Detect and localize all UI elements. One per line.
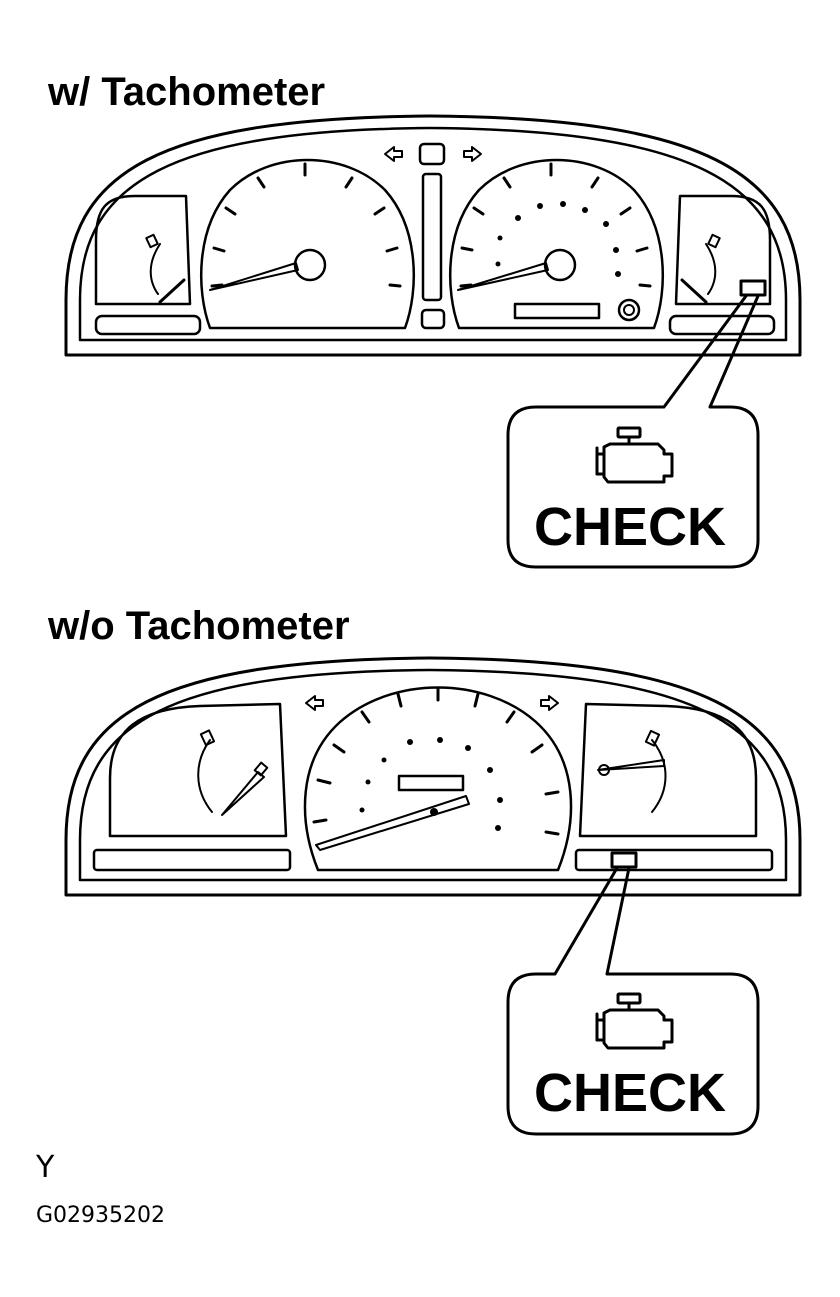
left-gauge-panel [108, 702, 288, 838]
tachometer-hub [543, 248, 577, 282]
callout-leader-line-1 [662, 294, 748, 409]
speedometer-needle [315, 795, 470, 851]
lower-strip-left [92, 848, 292, 872]
turn-right-arrow-icon [540, 695, 559, 711]
odometer-display [397, 774, 465, 792]
check-engine-lamp-location [739, 279, 767, 297]
check-callout-label: CHECK [534, 1063, 726, 1123]
tachometer-ticks [459, 162, 652, 288]
left-gauge-needle [221, 771, 265, 816]
center-bottom-indicator [420, 308, 446, 330]
right-small-gauge-panel [674, 194, 772, 306]
lower-strip-right [574, 848, 774, 872]
cluster-housing-outer [64, 114, 802, 357]
speedometer-dial [199, 158, 416, 330]
right-gauge-needle [597, 759, 665, 771]
speedometer-needle [209, 262, 299, 291]
speedometer-hub [293, 248, 327, 282]
tachometer-needle [457, 262, 549, 291]
lower-strip-right [668, 314, 776, 336]
trip-reset-knob-inner [623, 304, 635, 316]
cluster-housing-inner [78, 668, 788, 882]
lower-strip-left [94, 314, 202, 336]
speedometer-ticks [312, 686, 560, 836]
tachometer-dial [448, 158, 665, 330]
speedometer-ticks [210, 162, 402, 288]
figure-code: G02935202 [36, 1203, 166, 1228]
section-heading-without-tachometer: w/o Tachometer [48, 604, 350, 648]
left-small-gauge-panel [94, 194, 192, 306]
cluster-housing-inner [78, 126, 788, 342]
center-top-indicator [418, 142, 446, 166]
right-gauge-panel [578, 702, 758, 838]
center-gauge-bar [421, 172, 443, 302]
figure-mark: Y [36, 1150, 55, 1185]
callout-leader-line-2 [708, 294, 760, 409]
section-heading-with-tachometer: w/ Tachometer [48, 70, 326, 114]
turn-right-arrow-icon [463, 146, 482, 162]
cluster-housing-outer [64, 656, 802, 897]
turn-left-arrow-icon [305, 695, 324, 711]
callout-leader-line-2 [605, 866, 631, 976]
callout-leader-line-1 [553, 866, 619, 976]
speedometer-hub [430, 808, 438, 816]
trip-reset-knob-outer [617, 298, 641, 322]
check-callout-label: CHECK [534, 497, 726, 557]
instrument-cluster-with-tachometer: CHECK [64, 114, 802, 569]
check-engine-lamp-location [610, 851, 638, 869]
odometer-display [513, 302, 601, 320]
engine-check-icon [595, 426, 674, 484]
tachometer-dots [495, 201, 621, 277]
check-callout-box [506, 405, 760, 569]
speedometer-dial [303, 686, 573, 872]
speedometer-dots [359, 737, 503, 831]
check-callout-box [506, 972, 760, 1136]
engine-check-icon [595, 992, 674, 1050]
turn-left-arrow-icon [384, 146, 403, 162]
